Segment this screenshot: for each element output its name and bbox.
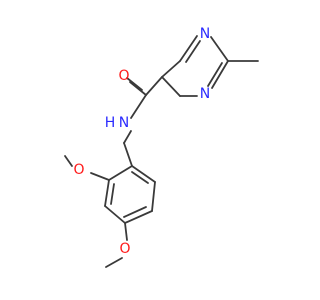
bond (129, 81, 147, 96)
bond (123, 142, 133, 167)
bond (131, 165, 156, 183)
atom-o-methoxy-ortho: O (73, 162, 84, 178)
molecule-diagram: N N O N H O O (64, 26, 259, 268)
bond (145, 76, 163, 96)
atom-h-amide: H (105, 115, 116, 131)
atom-o-carbonyl: O (118, 68, 129, 84)
bond (123, 130, 132, 144)
bond (131, 171, 149, 184)
bond (104, 205, 126, 224)
bond (207, 62, 223, 87)
bond (64, 155, 73, 167)
bond (161, 60, 181, 78)
bond (179, 35, 198, 62)
bond (105, 257, 123, 268)
bond (123, 206, 147, 218)
bond (124, 222, 128, 241)
bond (130, 94, 147, 119)
bond (108, 165, 133, 181)
bonds (64, 35, 259, 268)
atom-n-amide: N (119, 115, 129, 131)
bond (185, 40, 201, 63)
atom-n-ring-top: N (200, 26, 210, 42)
atom-o-methoxy-para: O (119, 241, 130, 257)
bond (151, 181, 156, 212)
atom-labels: N N O N H O O (73, 26, 210, 257)
bond (211, 60, 229, 89)
bond (124, 210, 153, 224)
bond (104, 179, 110, 207)
bond (161, 76, 181, 97)
bond (110, 183, 115, 205)
bond (126, 77, 143, 91)
bond (90, 172, 110, 181)
atom-n-ring-bottom: N (200, 86, 210, 102)
bond (210, 36, 229, 62)
molecule-structure: N N O N H O O (64, 26, 259, 268)
